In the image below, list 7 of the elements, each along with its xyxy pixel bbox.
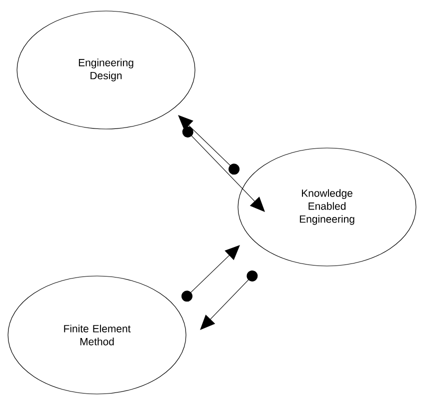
ellipse-node: Finite Element Method <box>8 276 186 394</box>
ellipse-node: Engineering Design <box>16 10 196 130</box>
arrow <box>200 270 258 330</box>
ellipse-node: Knowledge Enabled Engineering <box>238 148 416 266</box>
arrow <box>182 126 265 212</box>
arrow <box>181 245 240 302</box>
arrow <box>178 115 240 175</box>
